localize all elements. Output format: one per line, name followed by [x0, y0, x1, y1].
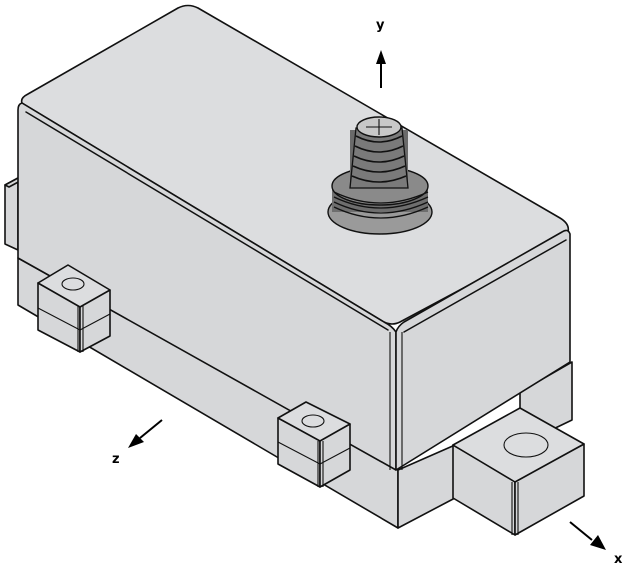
- axis-label-x: x: [614, 552, 623, 567]
- axis-x-arrow: [569, 521, 606, 550]
- axis-label-z: z: [112, 452, 120, 467]
- main-housing: [17, 4, 571, 471]
- axis-label-y: y: [376, 18, 385, 33]
- axis-z-arrow: [128, 419, 163, 448]
- mounting-tab-front: [277, 401, 351, 488]
- threaded-connector: [327, 116, 433, 235]
- mounting-tab-left: [37, 264, 111, 353]
- axis-y-arrow: [376, 50, 386, 88]
- mounting-tab-right: [452, 407, 585, 536]
